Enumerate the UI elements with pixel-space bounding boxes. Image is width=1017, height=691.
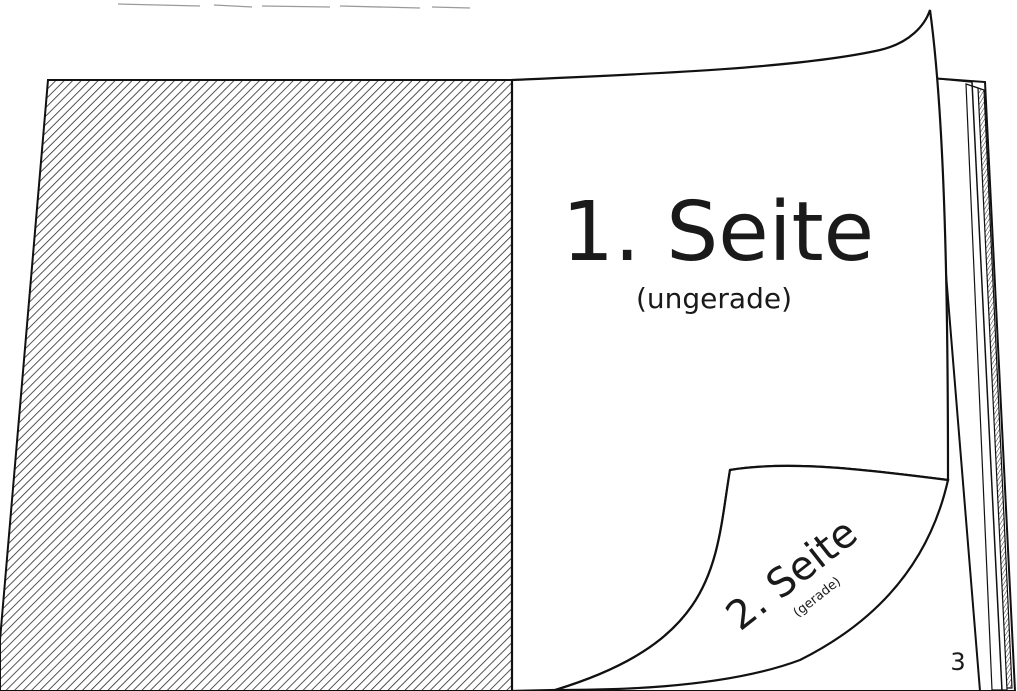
page-curl-2	[554, 464, 950, 691]
cropped-caption-fragment	[117, 3, 471, 9]
page-stack	[928, 76, 1017, 691]
page1-subtitle: (ungerade)	[636, 282, 792, 315]
left-cover	[0, 79, 513, 691]
page1-title: 1. Seite	[562, 185, 874, 280]
page-number: 3	[950, 648, 965, 676]
